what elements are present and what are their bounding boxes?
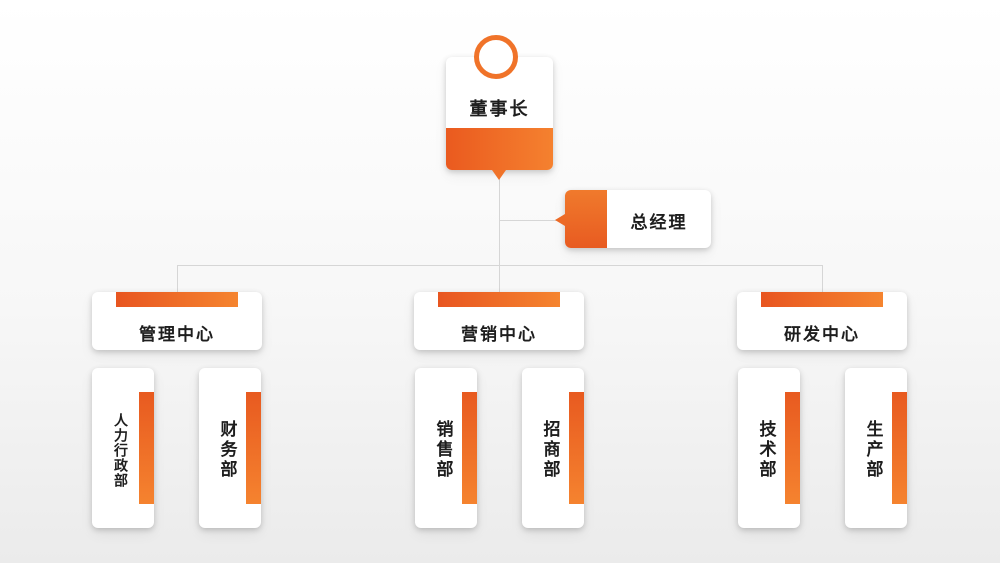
connector-center-right [822, 265, 823, 293]
dept-label: 人力行政部 [112, 412, 128, 488]
dept-card-hr-admin: 人力行政部 [92, 368, 154, 528]
dept-accent-bar [785, 392, 800, 504]
dept-card-sales: 销售部 [415, 368, 477, 528]
center-card-marketing: 营销中心 [414, 292, 584, 350]
center-accent-bar [438, 292, 560, 307]
center-card-management: 管理中心 [92, 292, 262, 350]
connector-center-left [177, 265, 178, 293]
dept-accent-bar [569, 392, 584, 504]
dept-card-finance: 财务部 [199, 368, 261, 528]
dept-card-technology: 技术部 [738, 368, 800, 528]
dept-card-production: 生产部 [845, 368, 907, 528]
dept-card-investment: 招商部 [522, 368, 584, 528]
dept-accent-bar [139, 392, 154, 504]
general-manager-card: 总经理 [555, 190, 711, 248]
dept-accent-bar [892, 392, 907, 504]
chairman-circle-icon [474, 35, 518, 79]
center-label: 营销中心 [461, 325, 537, 345]
connector-gm-branch [499, 220, 565, 221]
dept-label: 技术部 [755, 420, 776, 480]
general-manager-tag [565, 190, 607, 248]
dept-label: 销售部 [432, 420, 453, 480]
center-label: 管理中心 [139, 325, 215, 345]
connector-center-middle [499, 265, 500, 293]
chairman-accent-band [446, 128, 553, 170]
connector-chairman-trunk [499, 172, 500, 266]
chairman-card: 董事长 [446, 35, 553, 180]
dept-label: 生产部 [862, 420, 883, 480]
connector-centers-horizontal [177, 265, 823, 266]
center-card-rnd: 研发中心 [737, 292, 907, 350]
dept-accent-bar [246, 392, 261, 504]
chairman-pointer [492, 170, 506, 180]
dept-label: 财务部 [216, 420, 237, 480]
general-manager-tag-pointer [555, 214, 565, 226]
chairman-label: 董事长 [469, 99, 530, 120]
dept-label: 招商部 [539, 420, 560, 480]
general-manager-label: 总经理 [630, 213, 688, 233]
center-accent-bar [116, 292, 238, 307]
center-label: 研发中心 [784, 325, 860, 345]
center-accent-bar [761, 292, 883, 307]
dept-accent-bar [462, 392, 477, 504]
